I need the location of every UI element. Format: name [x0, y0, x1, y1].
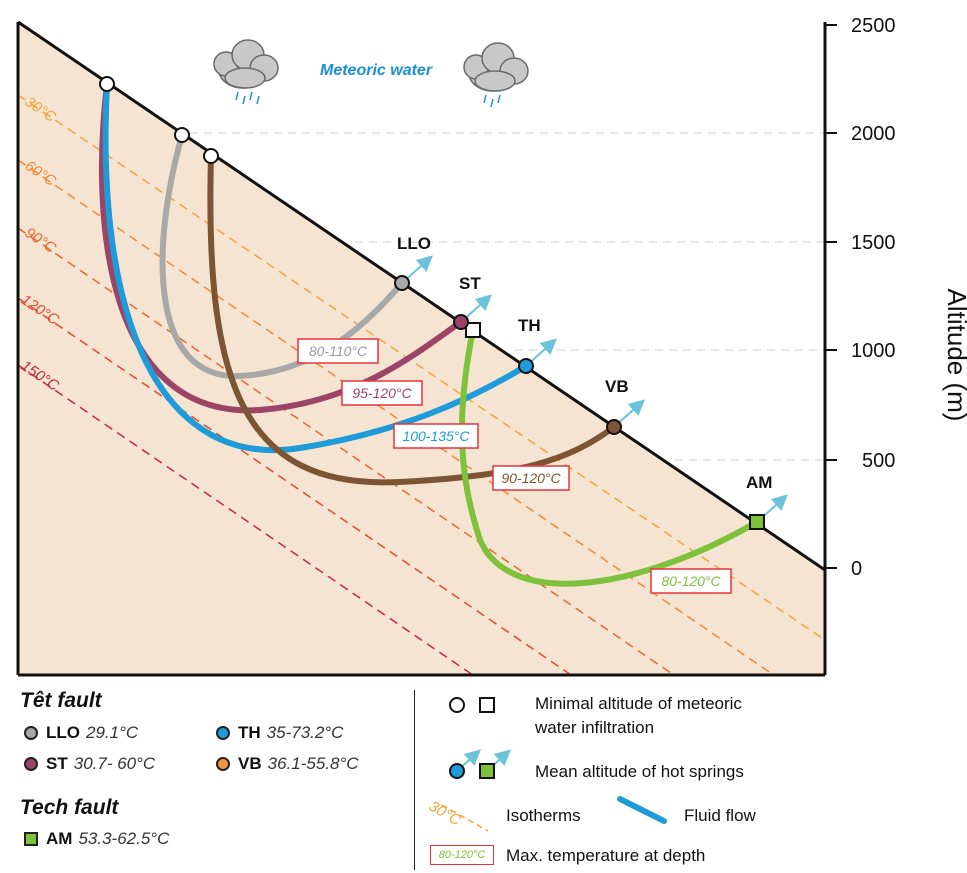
spring-symbol-icon — [449, 749, 511, 779]
altitude-diagram: 30°C 60°C 90°C 120°C 150°C 2500 2000 150… — [16, 15, 967, 677]
legend-tech-fault-title: Tech fault — [20, 796, 119, 819]
svg-text:90-120°C: 90-120°C — [501, 470, 561, 486]
tick-label-2000: 2000 — [851, 123, 896, 145]
tick-label-0: 0 — [851, 558, 862, 580]
flow-path-th — [102, 81, 529, 453]
legend-symbols: Minimal altitude of meteoric water infil… — [412, 683, 962, 868]
flow-path-am — [458, 327, 760, 587]
infiltration-point-2 — [174, 127, 190, 143]
altitude-gridlines — [190, 132, 825, 461]
temp-box-llo: 80-110°C — [297, 338, 379, 364]
cloud-icon-right — [463, 42, 529, 108]
spring-label-am: AM — [746, 473, 772, 492]
legend-infiltration-line1: Minimal altitude of meteoric — [535, 694, 742, 713]
legend-item-am: AM 53.3-62.5°C — [24, 829, 169, 849]
fluid-flow-paths — [98, 81, 760, 587]
svg-text:95-120°C: 95-120°C — [352, 385, 412, 401]
infiltration-point-3 — [203, 148, 219, 164]
spring-label-st: ST — [459, 274, 481, 293]
legend-max-temp-text: Max. temperature at depth — [506, 846, 706, 865]
axis-title: Altitude (m) — [942, 289, 967, 422]
isotherm-150 — [18, 364, 825, 675]
flow-path-st — [98, 81, 464, 414]
y-axis-tick-labels: 2500 2000 1500 1000 500 0 — [851, 15, 896, 580]
am-square-icon — [24, 832, 38, 846]
legend-infiltration-line2: water infiltration — [535, 718, 655, 737]
infiltration-markers — [99, 76, 481, 338]
legend-item-st: ST 30.7- 60°C — [24, 754, 155, 774]
isotherm-90 — [18, 227, 825, 675]
th-dot-icon — [216, 726, 230, 740]
spring-labels: LLO ST TH VB AM — [397, 234, 772, 492]
spring-label-llo: LLO — [397, 234, 431, 253]
llo-dot-icon — [24, 726, 38, 740]
tick-label-2500: 2500 — [851, 15, 896, 37]
fluid-flow-symbol-icon — [617, 796, 667, 824]
terrain-surface — [17, 20, 826, 572]
isotherm-30 — [18, 94, 825, 641]
svg-text:100-135°C: 100-135°C — [402, 428, 470, 444]
tick-label-1000: 1000 — [851, 340, 896, 362]
legend-springs-text: Mean altitude of hot springs — [535, 762, 744, 781]
legend-divider — [414, 690, 415, 870]
spring-markers — [394, 275, 765, 530]
max-temp-symbol: 80-120°C — [430, 845, 494, 865]
spring-label-vb: VB — [605, 377, 629, 396]
plot-frame — [16, 22, 827, 677]
isotherm-symbol-icon: 30°C — [426, 798, 489, 832]
svg-text:30°C: 30°C — [426, 798, 464, 830]
spring-point-th — [518, 358, 534, 374]
infiltration-point-1 — [99, 76, 115, 92]
tick-label-500: 500 — [862, 450, 895, 472]
spring-point-st — [453, 314, 469, 330]
svg-text:80-120°C: 80-120°C — [661, 573, 721, 589]
spring-label-th: TH — [518, 316, 541, 335]
y-axis-ticks — [825, 24, 837, 569]
temp-box-th: 100-135°C — [393, 423, 479, 449]
infiltration-symbol-icon — [449, 697, 495, 713]
infiltration-point-am — [465, 322, 481, 338]
legend-item-llo: LLO 29.1°C — [24, 723, 138, 743]
svg-text:80-110°C: 80-110°C — [309, 343, 368, 359]
st-dot-icon — [24, 757, 38, 771]
legend-item-th: TH 35-73.2°C — [216, 723, 343, 743]
max-temp-boxes: 80-110°C 95-120°C 100-135°C 90-120°C 80-… — [297, 338, 732, 594]
cloud-icon-left — [213, 39, 279, 105]
tick-label-1500: 1500 — [851, 232, 896, 254]
legend-tet-fault-title: Têt fault — [20, 689, 102, 712]
temp-box-st: 95-120°C — [341, 380, 423, 406]
temp-box-vb: 90-120°C — [492, 465, 570, 491]
legend-item-vb: VB 36.1-55.8°C — [216, 754, 359, 774]
spring-point-llo — [394, 275, 410, 291]
legend-isotherms-text: Isotherms — [506, 806, 581, 825]
vb-dot-icon — [216, 757, 230, 771]
legend-faults: Têt fault LLO 29.1°C TH 35-73.2°C ST 30.… — [18, 683, 418, 863]
temp-box-am: 80-120°C — [650, 568, 732, 594]
spring-point-vb — [606, 419, 622, 435]
cloud-label: Meteoric water — [320, 62, 433, 79]
legend-fluid-flow-text: Fluid flow — [684, 806, 756, 825]
flow-path-vb — [207, 153, 617, 486]
isotherm-120 — [18, 297, 825, 675]
spring-point-am — [749, 514, 765, 530]
flow-path-llo — [159, 132, 405, 380]
